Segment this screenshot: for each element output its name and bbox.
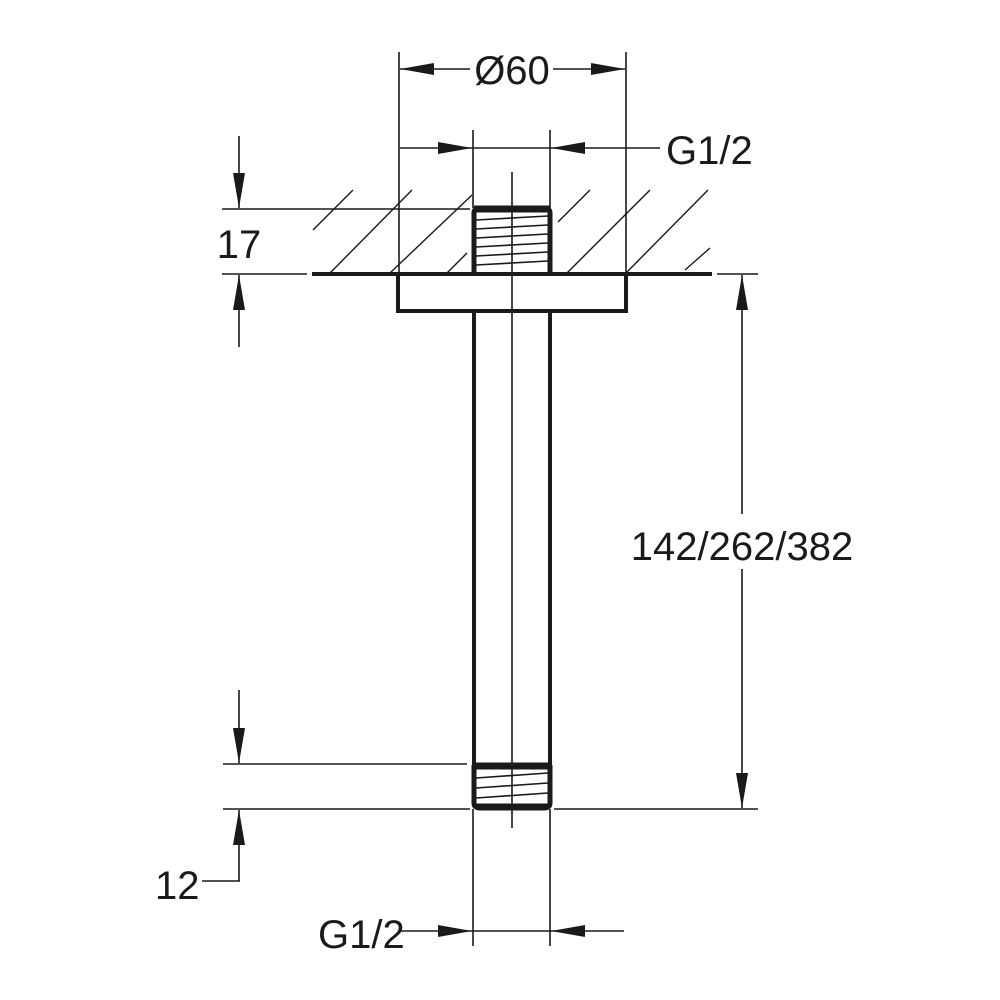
flange-height-dimension: 17	[217, 136, 470, 347]
bottom-thread-length-label: 12	[155, 864, 200, 908]
flange-height-label: 17	[217, 223, 262, 267]
top-thread-dimension: G1/2	[400, 129, 753, 208]
bottom-thread-label: G1/2	[318, 913, 405, 957]
flange-diameter-label: Ø60	[474, 49, 550, 93]
top-thread-label: G1/2	[666, 129, 753, 173]
bottom-thread-length-dimension: 12	[155, 690, 470, 908]
bottom-thread-dimension: G1/2	[318, 809, 624, 957]
arm-length-label: 142/262/382	[631, 525, 853, 569]
flange-diameter-dimension: Ø60	[398, 49, 627, 274]
arm-length-dimension: 142/262/382	[554, 273, 853, 810]
